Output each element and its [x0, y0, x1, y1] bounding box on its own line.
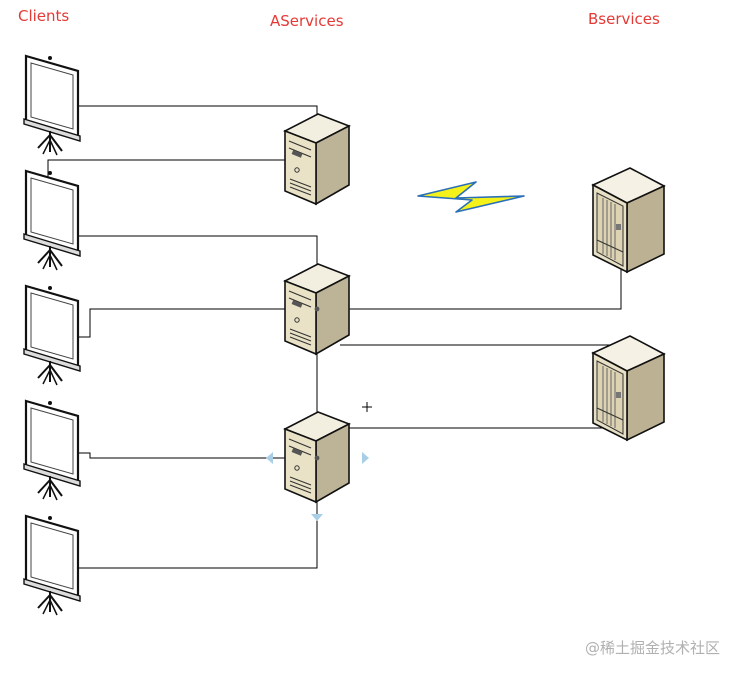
- crosshair-cursor-icon: [362, 402, 372, 412]
- aservices-title: AServices: [270, 12, 344, 30]
- watermark: @稀土掘金技术社区: [584, 639, 720, 657]
- lightning-bolt-icon: [417, 181, 525, 213]
- client-1[interactable]: [22, 54, 82, 157]
- connection-point: [314, 455, 320, 461]
- link-client3-aserver2: [50, 308, 317, 338]
- client-2[interactable]: [22, 169, 82, 272]
- connection-point: [314, 306, 320, 312]
- resize-handle-bottom[interactable]: [311, 514, 323, 521]
- link-client2-aserver2: [78, 235, 318, 270]
- resize-handle-left[interactable]: [266, 452, 273, 464]
- client-5[interactable]: [22, 514, 82, 617]
- link-client5-aserver3: [78, 500, 318, 569]
- link-client4-aserver3: [50, 452, 317, 459]
- link-aserver1-client2: [47, 159, 317, 183]
- bserver-1[interactable]: [592, 167, 665, 273]
- link-aserver3-bserver2: [340, 420, 622, 429]
- link-client1-aserver1: [52, 105, 318, 118]
- link-aserver2-bserver1: [317, 268, 622, 310]
- client-3[interactable]: [22, 284, 82, 387]
- aserver-1[interactable]: [284, 113, 350, 205]
- link-aserver2-bserver2: [340, 344, 622, 354]
- resize-handle-right[interactable]: [362, 452, 369, 464]
- bservices-title: Bservices: [588, 10, 660, 28]
- bserver-2[interactable]: [592, 335, 665, 441]
- client-4[interactable]: [22, 399, 82, 502]
- clients-title: Clients: [18, 7, 70, 25]
